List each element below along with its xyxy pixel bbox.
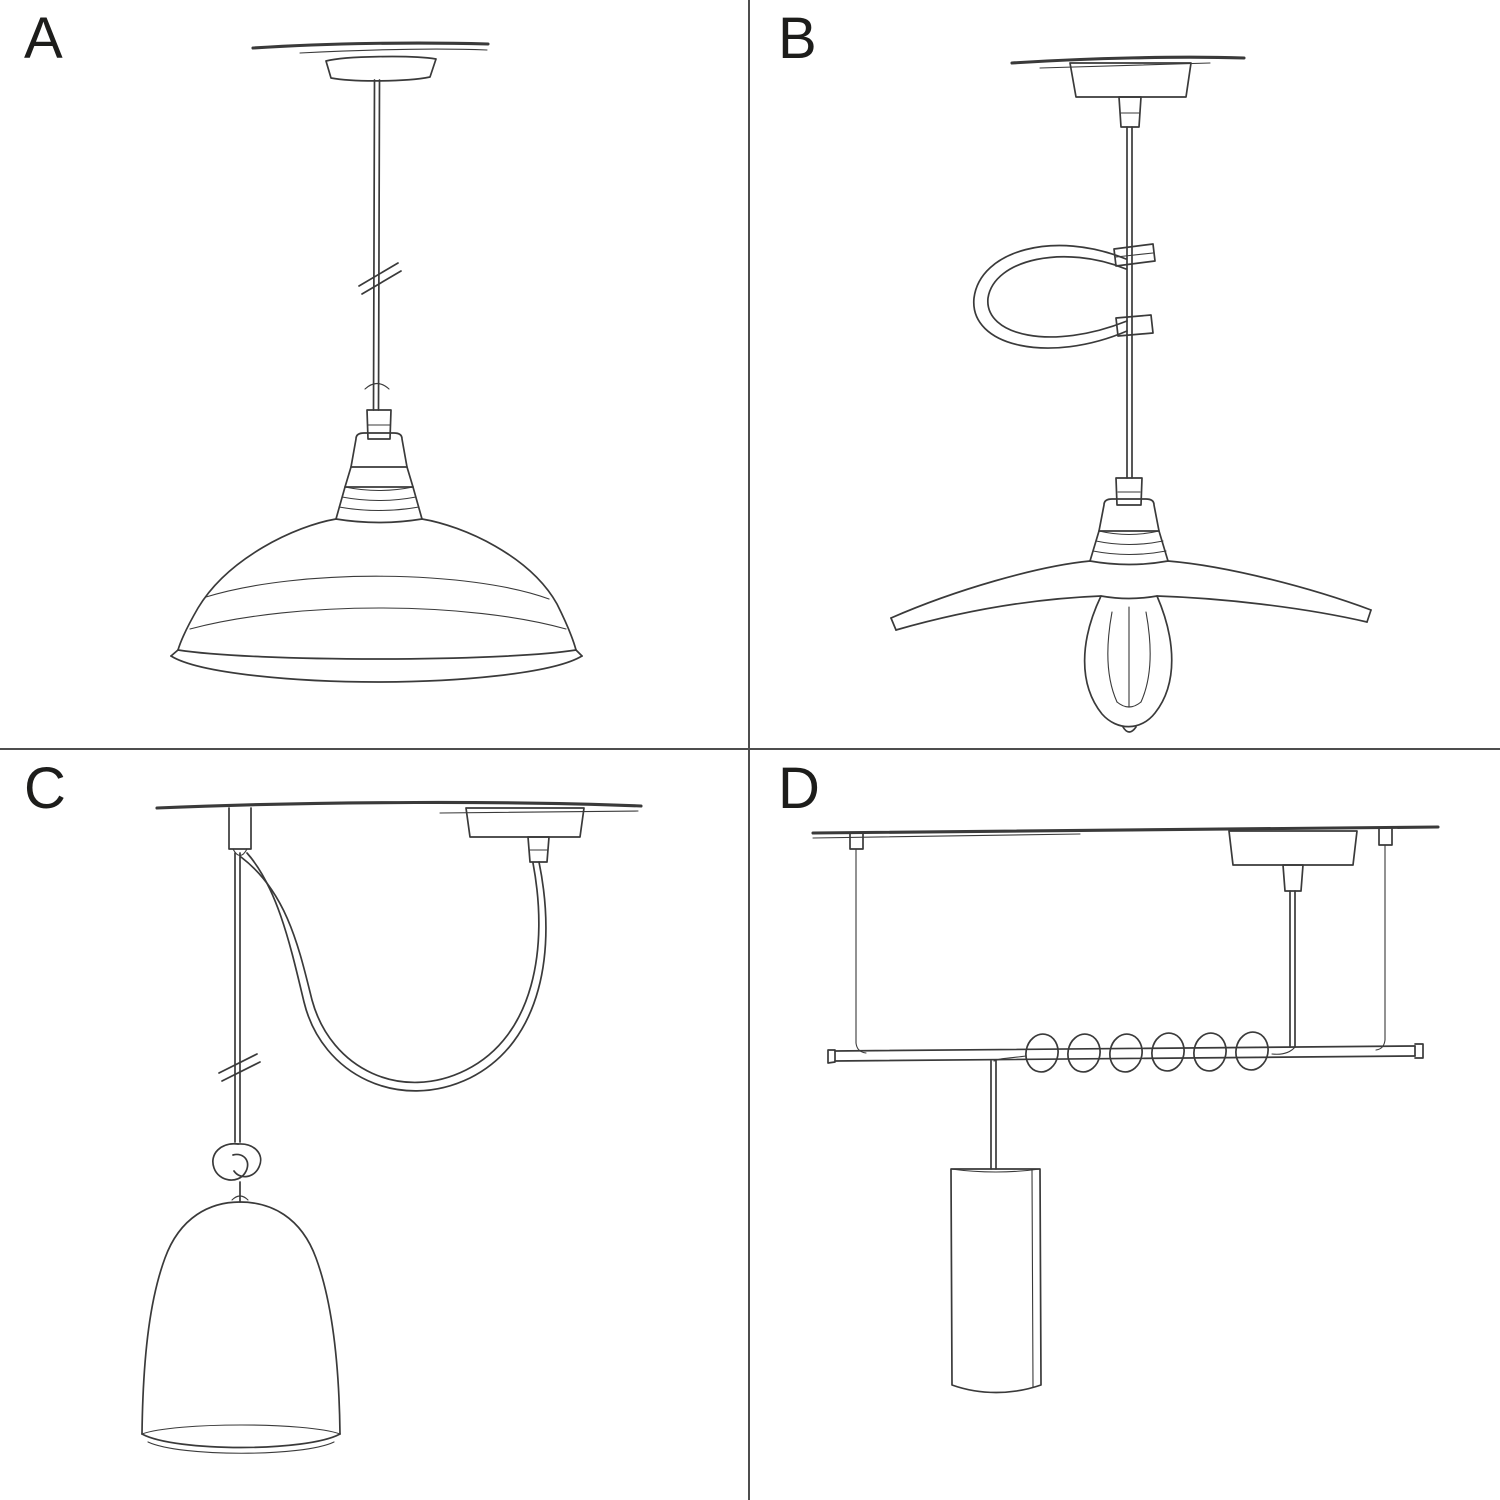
cable-clip-upper	[1113, 243, 1156, 267]
pendant-cable	[1126, 126, 1133, 479]
panel-a-label: A	[24, 6, 64, 71]
panel-c-label: C	[24, 756, 67, 821]
ceiling-line	[155, 800, 643, 814]
ceiling-hook	[228, 807, 252, 857]
sketch-swag-pendant-bell-shade	[141, 800, 643, 1454]
panel-b: B	[750, 0, 1500, 750]
decorative-cable-loop	[973, 243, 1156, 349]
lamp-holder	[1089, 477, 1169, 566]
panel-a: A	[0, 0, 750, 750]
bulb-filament	[1107, 611, 1118, 703]
sketch-bar-suspension-tube-shade	[811, 825, 1440, 1394]
bell-shade	[141, 1195, 341, 1454]
suspension-wire-right	[1375, 828, 1393, 1051]
edison-bulb	[1083, 595, 1173, 733]
ceiling-rose	[465, 807, 585, 863]
horizontal-divider	[0, 748, 1500, 750]
ceiling-rose	[1228, 830, 1358, 892]
ceiling-rose	[325, 55, 437, 82]
bar-end-left	[827, 1049, 836, 1064]
pendant-cable	[1289, 890, 1296, 1048]
cable-clip-lower	[1115, 314, 1154, 337]
panel-b-label: B	[778, 6, 818, 71]
drop-cable	[990, 1060, 997, 1170]
lamp-holder	[335, 409, 423, 524]
ceiling-line	[251, 41, 490, 54]
ceiling-rose	[1069, 62, 1192, 128]
rectangular-tube-shade	[950, 1168, 1042, 1394]
shade-band	[205, 575, 550, 600]
chevron-mark	[364, 382, 390, 390]
ceiling-line	[811, 825, 1440, 839]
vertical-divider	[748, 0, 750, 1500]
bulb-filament	[1140, 611, 1151, 703]
horizontal-bar	[827, 1043, 1424, 1064]
panel-d-label: D	[778, 756, 821, 821]
cable-knot	[212, 1143, 262, 1203]
length-mark	[218, 1053, 258, 1074]
shade-band	[189, 607, 567, 630]
cable-coils	[993, 1031, 1296, 1073]
sketch-pendant-saucer-shade-with-cable-loop	[890, 55, 1372, 733]
panel-c: C	[0, 750, 750, 1500]
sketch-pendant-industrial-bowl-shade	[170, 41, 583, 683]
bar-end-right	[1414, 1043, 1424, 1059]
drop-cable	[218, 852, 261, 1143]
swag-cable	[240, 852, 547, 1092]
flat-saucer-shade	[890, 560, 1372, 631]
bulb-tip	[1122, 726, 1137, 733]
industrial-bowl-shade	[170, 518, 583, 683]
length-mark	[358, 262, 399, 287]
suspension-wire-left	[849, 832, 867, 1054]
panel-d: D	[750, 750, 1500, 1500]
pendant-cable	[358, 79, 402, 411]
